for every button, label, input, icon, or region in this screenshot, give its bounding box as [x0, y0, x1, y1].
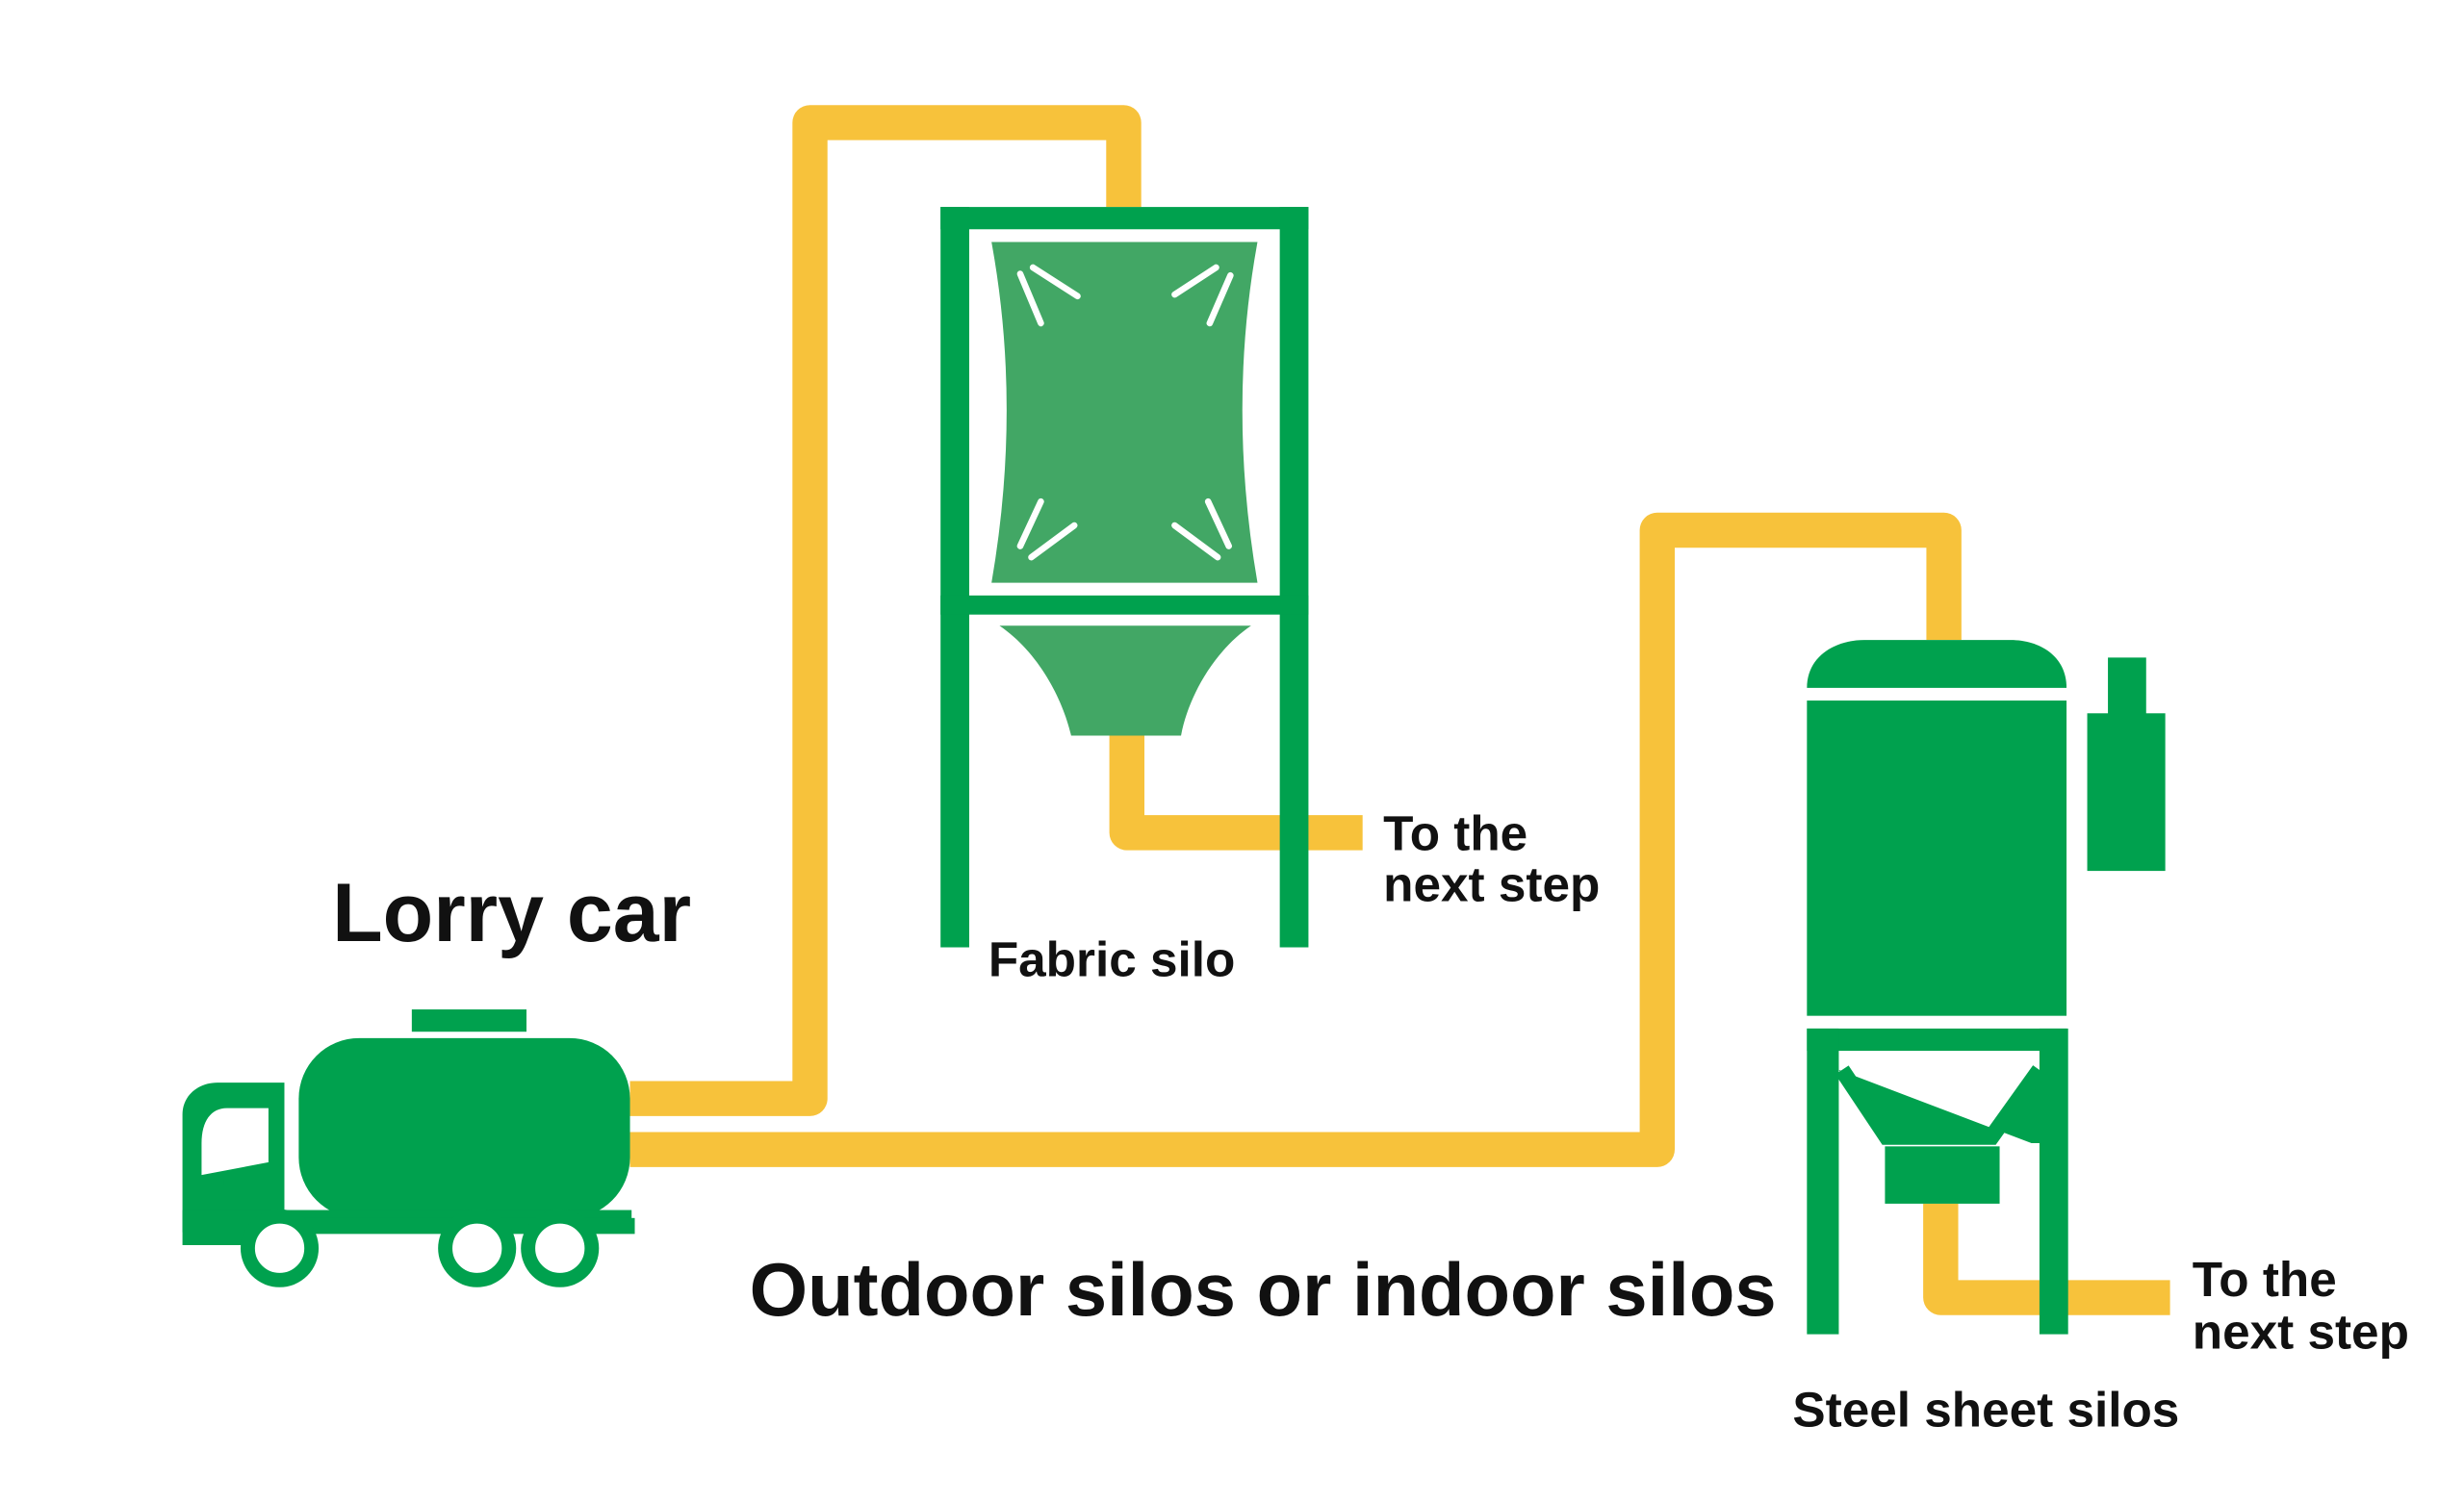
steel-silo-label: Steel sheet silos — [1792, 1383, 2179, 1438]
fabric-silo-icon — [940, 207, 1309, 948]
pipe-steel-outlet — [1923, 1203, 2170, 1315]
next-step-label-1-line1: To the — [1383, 806, 1527, 861]
wheels — [240, 1209, 600, 1287]
pipe-to-fabric-silo — [629, 105, 1142, 1116]
steel-silo-icon — [1807, 640, 2166, 1335]
pipe-fabric-outlet — [1109, 735, 1363, 851]
diagram-title: Outdoor silos or indoor silos — [750, 1249, 1777, 1332]
next-step-label-2-line2: next step — [2193, 1304, 2409, 1359]
pipe-network — [629, 105, 2170, 1315]
next-step-label-1-line2: next step — [1383, 857, 1600, 912]
pipe-to-steel-silo — [629, 512, 1962, 1167]
lorry-truck-icon — [182, 1009, 635, 1287]
fabric-silo-label: Fabric silo — [988, 931, 1235, 986]
next-step-label-2-line1: To the — [2193, 1252, 2337, 1307]
lorry-car-label: Lorry car — [332, 867, 691, 959]
